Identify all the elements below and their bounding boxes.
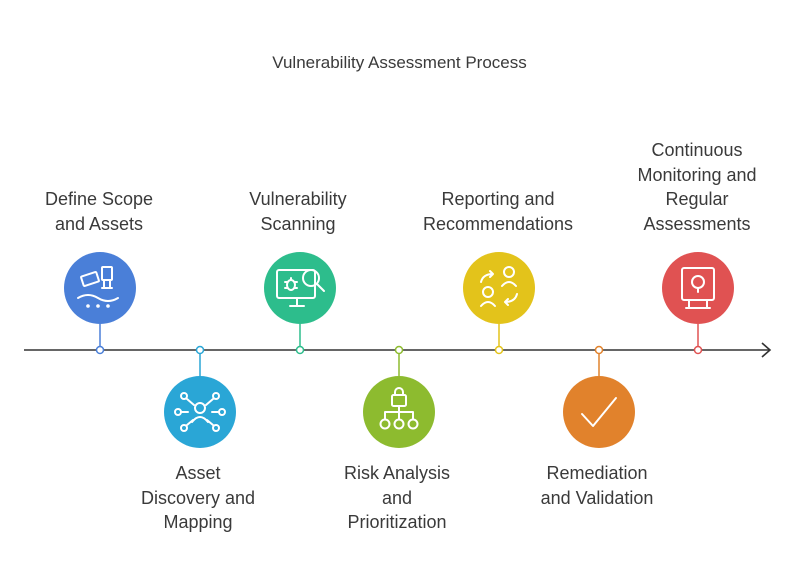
step-7-marker: [693, 345, 703, 355]
step-6-marker: [594, 345, 604, 355]
step-5-marker: [494, 345, 504, 355]
step-1-circle: [64, 252, 136, 324]
step-3-circle: [264, 252, 336, 324]
diagram-title: Vulnerability Assessment Process: [272, 53, 527, 72]
step-1-marker: [95, 345, 105, 355]
step-2-circle: [164, 376, 236, 448]
checkmark-icon: [581, 397, 617, 427]
lock-hierarchy-icon: [379, 387, 419, 430]
monitor-bug-scan-icon: [276, 269, 325, 307]
step-3-marker: [295, 345, 305, 355]
timeline-arrowhead: [761, 342, 772, 358]
step-4-circle: [363, 376, 435, 448]
people-exchange-icon: [480, 266, 518, 307]
network-user-icon: [174, 392, 226, 432]
step-4-marker: [394, 345, 404, 355]
step-2-marker: [195, 345, 205, 355]
step-6-circle: [563, 376, 635, 448]
telescope-icon: [77, 266, 119, 308]
step-7-circle: [662, 252, 734, 324]
monitoring-screen-icon: [681, 267, 715, 309]
step-5-circle: [463, 252, 535, 324]
